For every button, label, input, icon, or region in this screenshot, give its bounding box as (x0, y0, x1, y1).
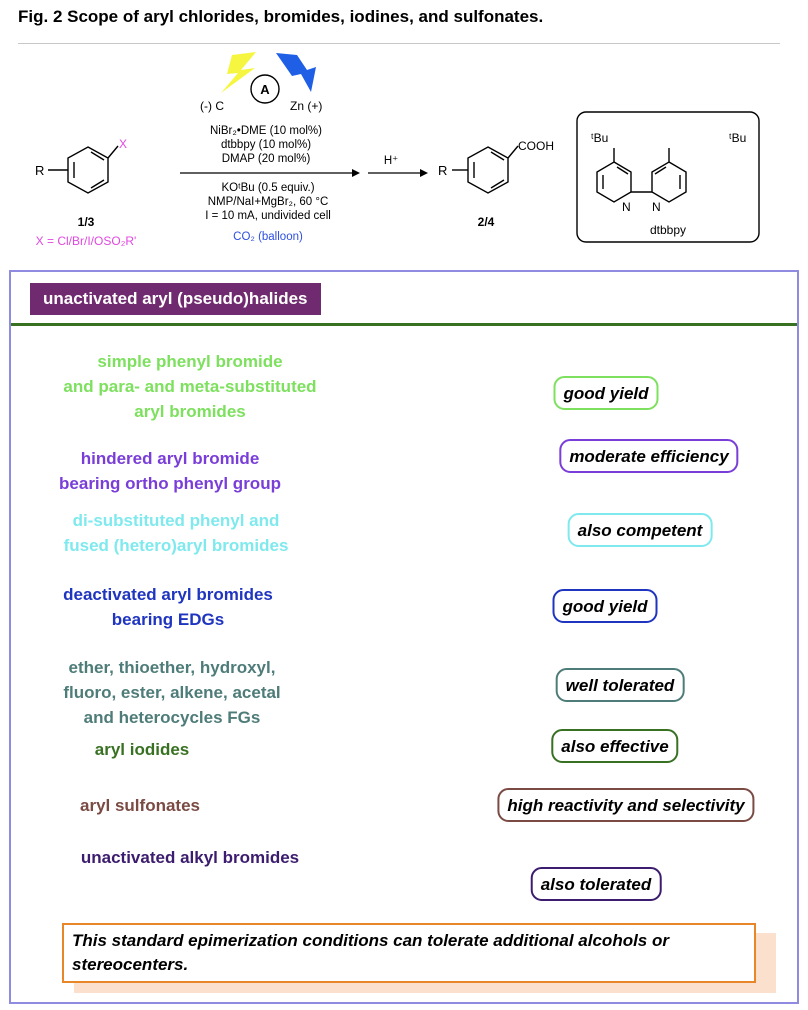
reagent-line-1: NiBr₂•DME (10 mol%) (210, 125, 322, 137)
item-8-description: unactivated alkyl bromides (80, 848, 300, 867)
item-3-result: also competent (567, 513, 713, 547)
arrowhead-main (352, 169, 360, 177)
blue-lightning-icon (276, 53, 316, 92)
item-4-result: good yield (552, 589, 658, 623)
substrate-label: 1/3 (78, 215, 95, 229)
yellow-lightning-icon (221, 52, 256, 93)
figure-title: Fig. 2 Scope of aryl chlorides, bromides… (18, 7, 544, 26)
item-1-result: good yield (553, 376, 659, 410)
item-7-description: aryl sulfonates (80, 796, 200, 815)
reaction-scheme: A (-) C Zn (+) NiBr₂•DME (10 mol%) dtbbp… (35, 52, 760, 248)
ligand-box (576, 111, 760, 243)
reagent-line-3: DMAP (20 mol%) (222, 153, 311, 165)
condition-line-1: KOᵗBu (0.5 equiv.) (221, 182, 314, 194)
condition-line-3: I = 10 mA, undivided cell (205, 210, 331, 222)
scope-panel: unactivated aryl (pseudo)halides (9, 270, 799, 1004)
cathode-label: Zn (+) (290, 99, 322, 113)
acid-label: H⁺ (384, 155, 398, 167)
x-definition: X = Cl/Br/I/OSO₂R' (36, 234, 137, 248)
category-divider (11, 323, 797, 326)
note-box: This standard epimerization conditions c… (62, 923, 756, 983)
electrochemical-cell-circle (250, 74, 280, 104)
item-3-description: di-substituted phenyl and fused (hetero)… (63, 511, 289, 555)
item-6-description: aryl iodides (94, 740, 190, 759)
item-5-result: well tolerated (555, 668, 685, 702)
reagent-line-2: dtbbpy (10 mol%) (221, 139, 311, 151)
cell-letter: A (260, 82, 270, 97)
item-1-description: simple phenyl bromide and para- and meta… (63, 352, 317, 421)
title-divider (18, 43, 780, 44)
item-4-description: deactivated aryl bromides bearing EDGs (63, 585, 273, 629)
co2-label: CO₂ (balloon) (233, 231, 303, 243)
category-badge: unactivated aryl (pseudo)halides (30, 283, 321, 315)
condition-lines: KOᵗBu (0.5 equiv.) NMP/NaI+MgBr₂, 60 °C … (205, 182, 331, 222)
ligand-tbu-right: ᵗBu (729, 131, 746, 145)
arrowhead-acid (420, 169, 428, 177)
product-structure (452, 145, 519, 194)
product-label: 2/4 (478, 215, 495, 229)
product-r-group: R (438, 163, 447, 178)
ligand-name: dtbbpy (650, 223, 686, 237)
substrate-structure (48, 145, 119, 194)
ligand-structure (596, 148, 687, 203)
item-2-description: hindered aryl bromide bearing ortho phen… (59, 449, 281, 493)
substrate-leaving-group: X (119, 137, 127, 151)
anode-label: (-) C (200, 99, 224, 113)
ligand-n-right: N (652, 200, 661, 214)
reagent-lines: NiBr₂•DME (10 mol%) dtbbpy (10 mol%) DMA… (210, 125, 322, 165)
item-6-result: also effective (551, 729, 679, 763)
ligand-tbu-left: ᵗBu (591, 131, 608, 145)
item-8-result: also tolerated (530, 867, 662, 901)
item-7-result: high reactivity and selectivity (497, 788, 755, 822)
product-cooh: COOH (518, 139, 554, 153)
item-2-result: moderate efficiency (559, 439, 739, 473)
substrate-r-group: R (35, 163, 44, 178)
condition-line-2: NMP/NaI+MgBr₂, 60 °C (208, 196, 329, 208)
item-5-description: ether, thioether, hydroxyl, fluoro, este… (63, 658, 281, 727)
ligand-n-left: N (622, 200, 631, 214)
